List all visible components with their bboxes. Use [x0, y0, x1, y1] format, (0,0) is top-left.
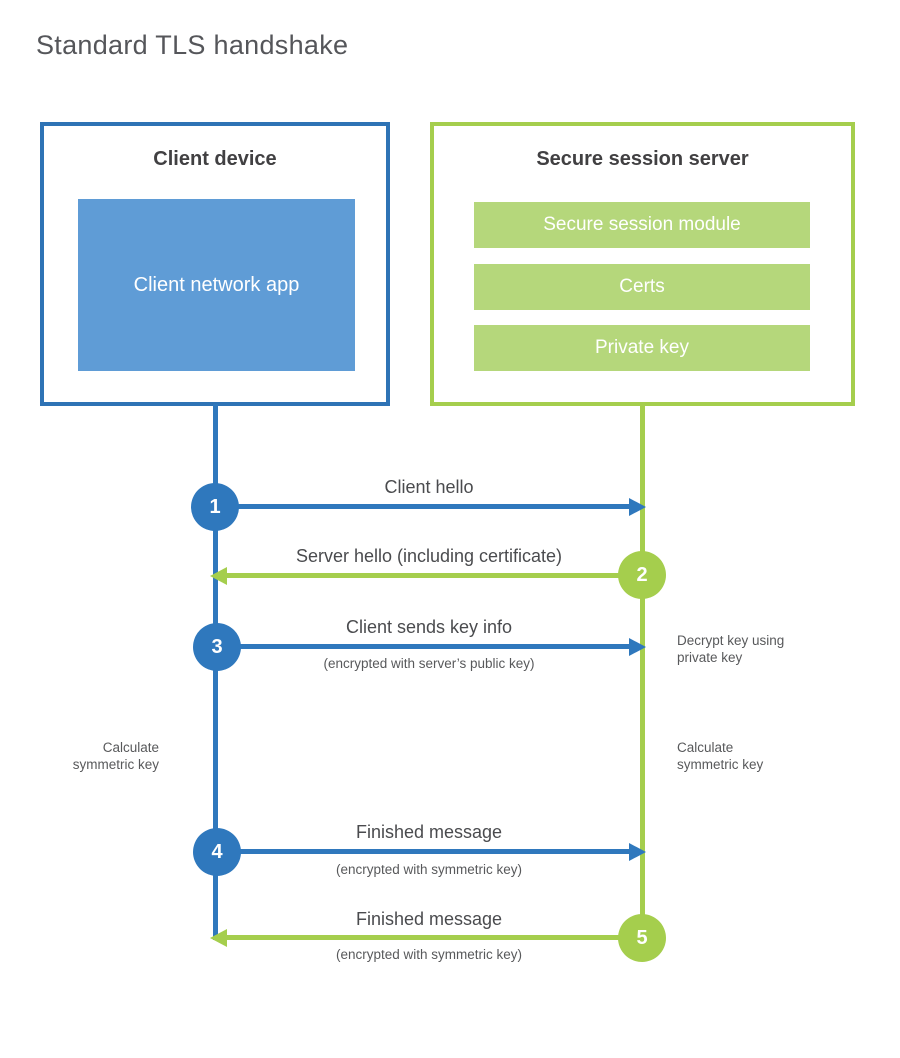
- arrow-line-step-5: [227, 935, 642, 940]
- arrow-line-step-4: [215, 849, 630, 854]
- message-label-key-info: Client sends key info: [345, 617, 513, 637]
- step-badge-1: 1: [191, 483, 239, 531]
- server-lifeline: [640, 404, 645, 938]
- secure-session-server-title: Secure session server: [536, 148, 749, 170]
- arrowhead-right-icon: [629, 638, 646, 656]
- message-sublabel-finished-client: (encrypted with symmetric key): [335, 862, 523, 877]
- client-lifeline: [213, 404, 218, 940]
- note-decrypt-key: Decrypt key using private key: [677, 633, 785, 665]
- message-sublabel-key-info: (encrypted with server’s public key): [323, 656, 535, 671]
- message-label-server-hello: Server hello (including certificate): [295, 546, 563, 566]
- step-badge-5: 5: [618, 914, 666, 962]
- arrowhead-right-icon: [629, 498, 646, 516]
- client-network-app-block: Client network app: [78, 199, 355, 371]
- note-calc-symmetric-right: Calculate symmetric key: [677, 740, 764, 772]
- message-sublabel-finished-server: (encrypted with symmetric key): [335, 947, 523, 962]
- arrowhead-left-icon: [210, 567, 227, 585]
- message-label-client-hello: Client hello: [384, 477, 474, 497]
- arrow-line-step-1: [215, 504, 630, 509]
- message-label-finished-server: Finished message: [355, 909, 503, 929]
- server-module-private-key: Private key: [474, 325, 810, 371]
- arrowhead-left-icon: [210, 929, 227, 947]
- arrow-line-step-2: [227, 573, 642, 578]
- client-device-title: Client device: [153, 148, 277, 170]
- step-badge-4: 4: [193, 828, 241, 876]
- step-badge-3: 3: [193, 623, 241, 671]
- server-module-certs: Certs: [474, 264, 810, 310]
- server-module-secure-session: Secure session module: [474, 202, 810, 248]
- arrowhead-right-icon: [629, 843, 646, 861]
- message-label-finished-client: Finished message: [355, 822, 503, 842]
- arrow-line-step-3: [215, 644, 630, 649]
- note-calc-symmetric-left: Calculate symmetric key: [72, 740, 159, 772]
- client-network-app-label: Client network app: [133, 273, 300, 296]
- step-badge-2: 2: [618, 551, 666, 599]
- page-title: Standard TLS handshake: [36, 30, 349, 60]
